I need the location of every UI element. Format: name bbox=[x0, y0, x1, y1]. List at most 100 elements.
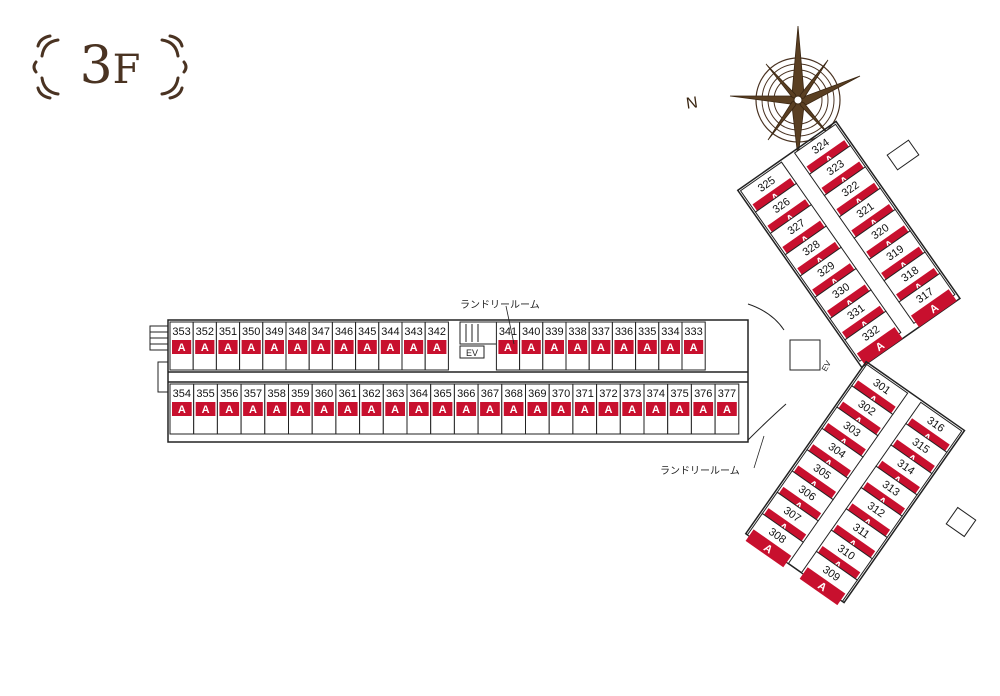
unit-type-label: A bbox=[652, 404, 660, 416]
unit-type-label: A bbox=[391, 404, 399, 416]
unit-number: 333 bbox=[684, 326, 702, 338]
unit-type-badge bbox=[409, 402, 429, 416]
unit-number: 369 bbox=[528, 388, 546, 400]
unit-312[interactable]: 312A bbox=[843, 486, 903, 543]
unit-number: 346 bbox=[335, 326, 353, 338]
unit-type-label: A bbox=[363, 342, 371, 354]
unit-number: 355 bbox=[196, 388, 214, 400]
floor-number: 3F bbox=[79, 36, 141, 96]
floor-label-ornament bbox=[32, 34, 188, 100]
unit-type-label: A bbox=[676, 404, 684, 416]
unit-number: 367 bbox=[481, 388, 499, 400]
unit-type-label: A bbox=[340, 342, 348, 354]
unit-type-label: A bbox=[628, 404, 636, 416]
unit-type-badge bbox=[241, 340, 261, 354]
unit-type-label: A bbox=[270, 342, 278, 354]
unit-type-label: A bbox=[224, 342, 232, 354]
unit-type-badge bbox=[503, 402, 524, 416]
unit-type-label: A bbox=[410, 342, 418, 354]
unit-type-badge bbox=[380, 340, 400, 354]
unit-type-badge bbox=[195, 340, 215, 354]
unit-number: 336 bbox=[615, 326, 633, 338]
unit-type-badge bbox=[334, 340, 354, 354]
unit-type-label: A bbox=[604, 404, 612, 416]
stairs-west bbox=[149, 325, 169, 393]
unit-type-badge bbox=[290, 402, 311, 416]
unit-type-badge bbox=[288, 340, 308, 354]
unit-number: 351 bbox=[219, 326, 237, 338]
unit-type-label: A bbox=[296, 404, 304, 416]
unit-number: 368 bbox=[504, 388, 522, 400]
laundry-leader-b bbox=[753, 435, 765, 469]
ne-wing: 325A326A327A328A329A330A331A332A 324A323… bbox=[736, 120, 961, 369]
unit-type-badge bbox=[527, 402, 548, 416]
unit-type-badge bbox=[521, 340, 541, 354]
unit-type-label: A bbox=[557, 404, 565, 416]
unit-type-badge bbox=[591, 340, 611, 354]
unit-type-label: A bbox=[533, 404, 541, 416]
unit-type-label: A bbox=[317, 342, 325, 354]
elevator-label-hub: EV bbox=[820, 359, 833, 373]
unit-323[interactable]: 323A bbox=[808, 144, 869, 201]
unit-type-badge bbox=[172, 402, 192, 416]
unit-number: 376 bbox=[694, 388, 712, 400]
unit-number: 377 bbox=[718, 388, 736, 400]
unit-type-badge bbox=[195, 402, 216, 416]
unit-type-badge bbox=[568, 340, 588, 354]
unit-type-label: A bbox=[690, 342, 698, 354]
unit-type-badge bbox=[544, 340, 564, 354]
unit-type-badge bbox=[480, 402, 500, 416]
unit-number: 364 bbox=[410, 388, 428, 400]
main-top-units: 353A352A351A350A349A348A347A346A345A344A… bbox=[169, 321, 706, 371]
